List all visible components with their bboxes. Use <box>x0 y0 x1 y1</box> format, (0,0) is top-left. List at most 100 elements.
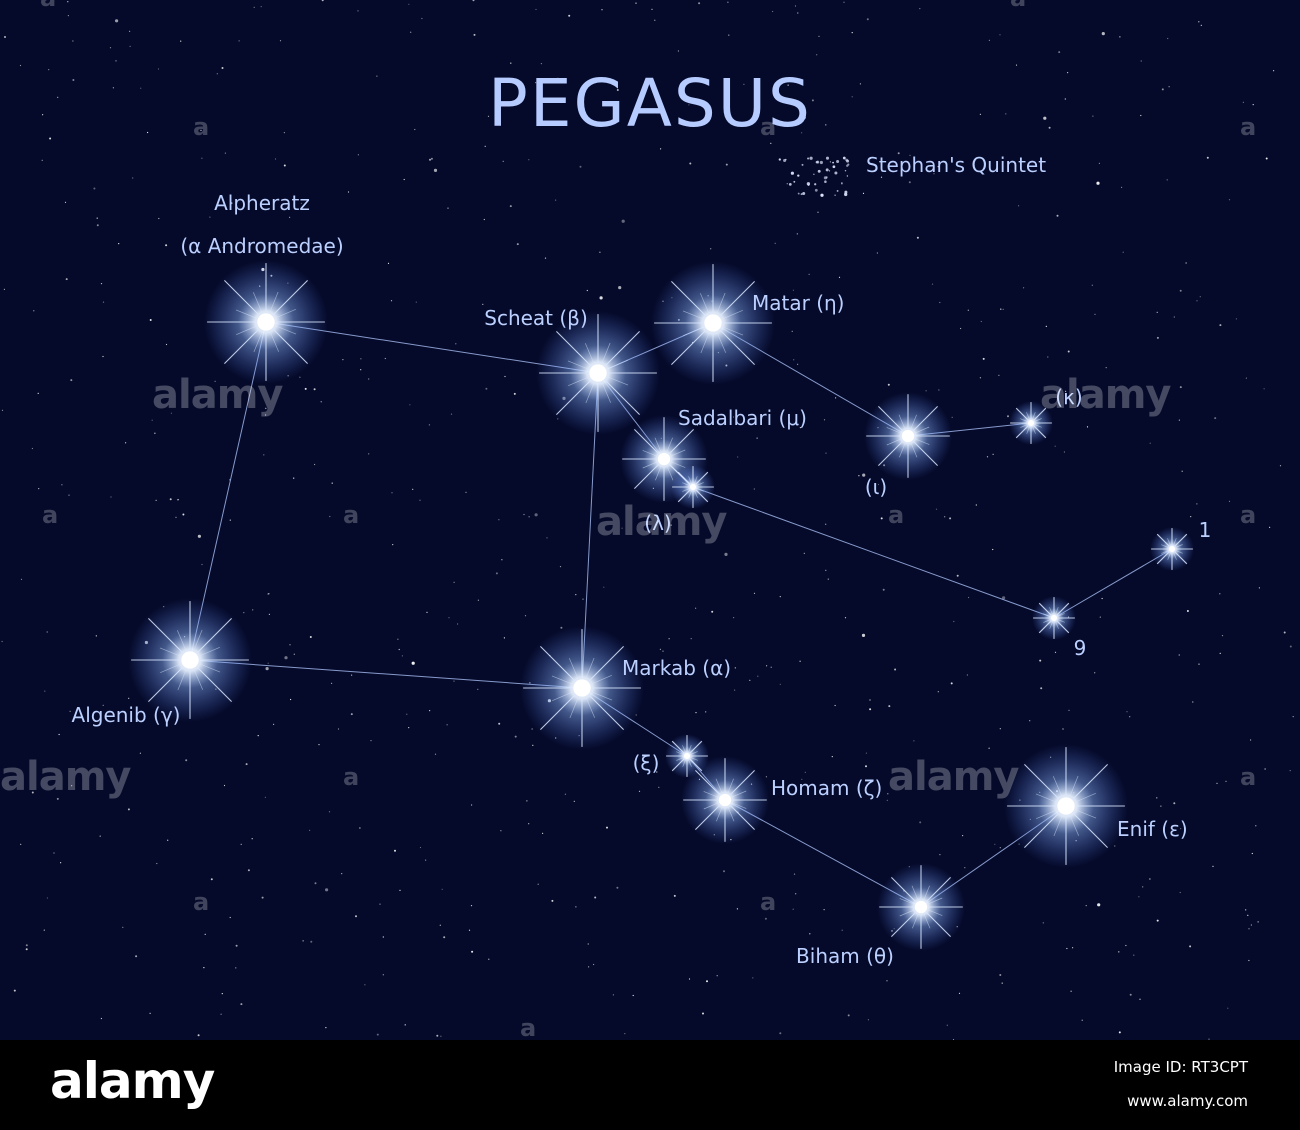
background-star <box>998 374 1000 376</box>
background-star <box>992 548 994 551</box>
background-star <box>944 516 946 518</box>
background-star <box>320 401 322 403</box>
background-star <box>42 114 44 116</box>
background-star <box>823 909 825 911</box>
background-star <box>149 319 152 321</box>
background-star <box>185 759 188 762</box>
background-star <box>825 452 827 454</box>
background-star <box>414 128 416 131</box>
background-star <box>93 187 96 190</box>
background-star <box>20 578 23 581</box>
background-star <box>811 99 814 102</box>
background-star <box>69 710 71 712</box>
background-star <box>695 607 697 609</box>
star-label-alpheratz: Alpheratz <box>214 191 310 215</box>
background-star <box>582 598 584 600</box>
background-star <box>690 638 692 640</box>
background-star <box>139 752 141 754</box>
background-star <box>210 878 213 881</box>
background-star <box>337 728 340 730</box>
background-star <box>350 713 353 716</box>
background-star <box>67 15 69 17</box>
background-star <box>376 1033 379 1036</box>
background-star <box>177 499 179 501</box>
background-star <box>503 637 505 639</box>
background-star <box>546 537 548 539</box>
star-matar <box>651 261 775 385</box>
background-star <box>1179 891 1181 894</box>
background-star <box>787 84 789 86</box>
background-star <box>415 301 417 303</box>
background-star <box>484 145 486 147</box>
background-star <box>865 752 868 754</box>
background-star <box>472 0 475 2</box>
background-star <box>1289 645 1292 648</box>
background-star <box>46 897 49 899</box>
background-star <box>72 79 75 81</box>
background-star <box>698 2 701 5</box>
background-star <box>956 574 959 577</box>
background-star <box>528 159 530 161</box>
background-star <box>473 33 476 36</box>
background-star <box>391 492 393 494</box>
background-star <box>1242 101 1244 103</box>
background-star <box>825 523 827 525</box>
background-star <box>204 933 206 936</box>
background-star <box>46 631 48 633</box>
background-star <box>913 740 915 742</box>
background-star <box>1140 60 1142 62</box>
background-star <box>284 656 288 660</box>
background-star <box>886 799 888 802</box>
background-star <box>960 327 962 330</box>
background-star <box>64 201 67 203</box>
background-star <box>919 8 921 10</box>
background-star <box>876 252 879 254</box>
background-star <box>1251 852 1253 855</box>
background-star <box>753 592 756 594</box>
background-star <box>325 1027 327 1029</box>
background-star <box>293 477 295 479</box>
cluster-point <box>809 156 813 160</box>
background-star <box>528 516 530 518</box>
background-star <box>1114 845 1116 847</box>
background-star <box>1292 716 1294 718</box>
background-star <box>1255 825 1257 827</box>
background-star <box>851 96 853 98</box>
background-star <box>834 704 836 707</box>
background-star <box>656 771 658 773</box>
footer-logo: alamy <box>50 1052 215 1110</box>
background-star <box>300 202 302 204</box>
background-star <box>483 218 485 221</box>
background-star <box>273 723 275 726</box>
background-star <box>408 3 410 5</box>
background-star <box>770 666 772 668</box>
background-star <box>325 888 329 892</box>
background-star <box>828 170 831 172</box>
background-star <box>504 375 506 378</box>
background-star <box>1269 526 1271 528</box>
stephans-quintet-cluster <box>778 156 850 197</box>
background-star <box>618 286 622 290</box>
background-star <box>1228 199 1231 201</box>
background-star <box>749 679 751 681</box>
background-star <box>453 581 455 583</box>
background-star <box>835 397 837 399</box>
background-star <box>61 484 63 486</box>
background-star <box>1167 37 1169 40</box>
background-star <box>201 157 203 159</box>
background-star <box>1126 711 1128 713</box>
background-star <box>304 387 307 390</box>
background-star <box>222 247 224 249</box>
background-star <box>1168 86 1170 88</box>
footer-bar: alamy Image ID: RT3CPT www.alamy.com <box>0 1040 1300 1130</box>
background-star <box>843 1 845 3</box>
background-star <box>96 224 99 227</box>
background-star <box>1001 982 1003 984</box>
background-star <box>887 383 890 386</box>
background-star <box>221 993 223 995</box>
background-star <box>792 908 794 910</box>
background-star <box>510 62 512 64</box>
star-label-matar: Matar (η) <box>752 291 844 315</box>
background-star <box>253 6 255 8</box>
night-sky-background: Alpheratz(α Andromedae)Scheat (β)Matar (… <box>0 0 1300 1042</box>
